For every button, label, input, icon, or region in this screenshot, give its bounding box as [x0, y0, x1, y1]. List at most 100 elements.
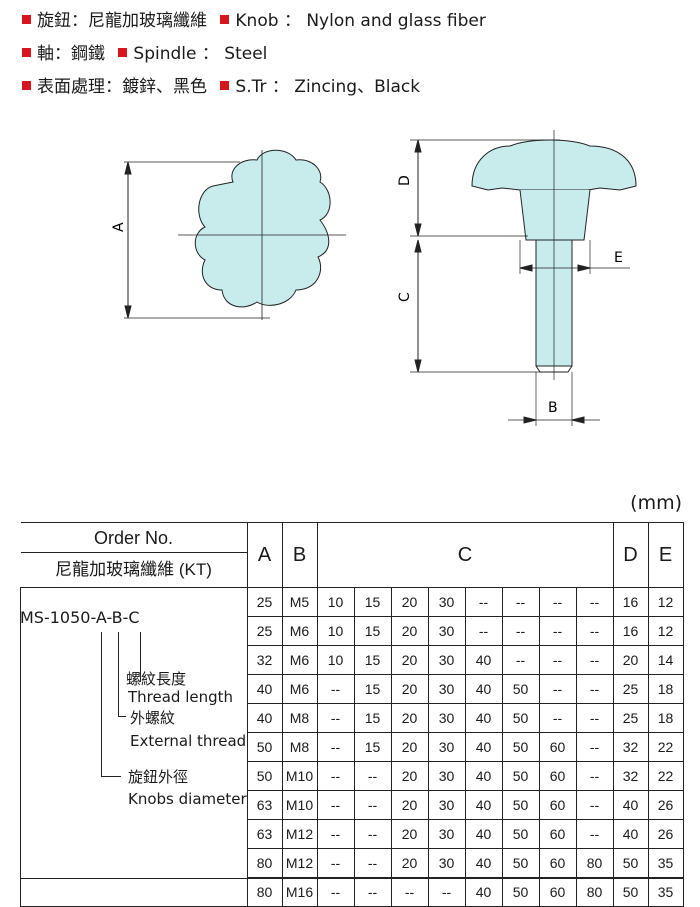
cell-c: 50 [501, 877, 540, 907]
cell-b: M12 [281, 819, 318, 849]
spec-en-value: Zincing、Black [294, 77, 421, 97]
cell-c: 15 [353, 703, 392, 733]
cell-b: M10 [281, 790, 318, 820]
cell-c: -- [501, 645, 540, 675]
cell-e: 18 [647, 703, 684, 733]
cell-c: 15 [353, 587, 392, 617]
cell-c: 60 [538, 848, 577, 878]
cell-e: 26 [647, 790, 684, 820]
cell-c: 15 [353, 645, 392, 675]
cell-c: -- [353, 819, 392, 849]
cell-c: 30 [427, 645, 466, 675]
red-square-icon [118, 48, 128, 57]
cell-e: 18 [647, 674, 684, 704]
cell-a: 80 [246, 848, 283, 878]
cell-a: 80 [246, 877, 283, 907]
cell-a: 40 [246, 674, 283, 704]
cell-c: 50 [501, 703, 540, 733]
cell-c: -- [316, 703, 355, 733]
red-square-icon [22, 81, 31, 90]
cell-c: -- [575, 674, 614, 704]
cell-c: -- [464, 587, 503, 617]
cell-c: 30 [427, 587, 466, 617]
cell-c: -- [353, 877, 392, 907]
cell-c: 10 [316, 645, 355, 675]
header-b: B [281, 522, 318, 588]
spec-zh-value: 尼龍加玻璃纖維 [88, 11, 207, 31]
cell-c: 20 [390, 790, 429, 820]
cell-c: 50 [501, 790, 540, 820]
cell-c: -- [316, 877, 355, 907]
cell-e: 35 [647, 877, 684, 907]
cell-c: 20 [390, 848, 429, 878]
cell-a: 32 [246, 645, 283, 675]
cell-b: M16 [281, 877, 318, 907]
model-code: MS-1050-A-B-C [20, 608, 140, 627]
spec-zh-label: 表面處理 [37, 77, 105, 97]
cell-c: 20 [390, 761, 429, 791]
cell-d: 32 [612, 732, 649, 762]
cell-b: M6 [281, 674, 318, 704]
cell-c: 20 [390, 616, 429, 646]
cell-c: -- [575, 819, 614, 849]
cell-c: 30 [427, 703, 466, 733]
technical-drawing: A D C E B [111, 130, 637, 426]
legend-external-thread-en: External thread [130, 732, 247, 750]
cell-d: 40 [612, 819, 649, 849]
cell-c: -- [353, 761, 392, 791]
legend-thread-length-en: Thread length [128, 688, 234, 706]
cell-c: 20 [390, 587, 429, 617]
cell-a: 50 [246, 761, 283, 791]
cell-c: 80 [575, 877, 614, 907]
cell-a: 40 [246, 703, 283, 733]
colon: ： [54, 44, 71, 64]
header-d: D [612, 522, 649, 588]
model-legend-cell [20, 587, 248, 907]
cell-b: M10 [281, 761, 318, 791]
cell-c: 40 [464, 819, 503, 849]
cell-c: -- [575, 761, 614, 791]
cell-b: M8 [281, 732, 318, 762]
dimension-label-e: E [614, 250, 623, 266]
header-a: A [246, 522, 283, 588]
cell-e: 22 [647, 761, 684, 791]
cell-c: -- [316, 761, 355, 791]
cell-a: 63 [246, 790, 283, 820]
cell-c: -- [538, 674, 577, 704]
cell-c: 20 [390, 819, 429, 849]
spec-en-value: Steel [224, 44, 268, 64]
cell-c: -- [501, 587, 540, 617]
legend-external-thread-zh: 外螺紋 [130, 709, 176, 727]
cell-c: -- [316, 848, 355, 878]
cell-c: 15 [353, 616, 392, 646]
cell-c: 60 [538, 790, 577, 820]
spec-zh-value: 鋼鐵 [71, 44, 105, 64]
cell-d: 20 [612, 645, 649, 675]
cell-c: 50 [501, 761, 540, 791]
cell-c: -- [538, 587, 577, 617]
cell-d: 25 [612, 703, 649, 733]
cell-c: 20 [390, 703, 429, 733]
cell-b: M5 [281, 587, 318, 617]
spec-zh-label: 軸 [37, 44, 54, 64]
cell-c: 60 [538, 761, 577, 791]
cell-b: M12 [281, 848, 318, 878]
dimension-label-c: C [397, 292, 413, 302]
cell-c: -- [316, 819, 355, 849]
spec-zh-label: 旋鈕 [37, 11, 71, 31]
colon: ： [271, 77, 289, 97]
cell-c: -- [575, 790, 614, 820]
cell-c: 30 [427, 732, 466, 762]
cell-c: 10 [316, 616, 355, 646]
cell-e: 22 [647, 732, 684, 762]
cell-c: 30 [427, 616, 466, 646]
cell-c: 30 [427, 790, 466, 820]
dimension-label-a: A [111, 222, 127, 232]
cell-c: 50 [501, 819, 540, 849]
cell-e: 14 [647, 645, 684, 675]
spec-spindle: 軸：鋼鐵 Spindle ： Steel [22, 43, 267, 65]
spec-en-label: S.Tr [235, 77, 267, 97]
